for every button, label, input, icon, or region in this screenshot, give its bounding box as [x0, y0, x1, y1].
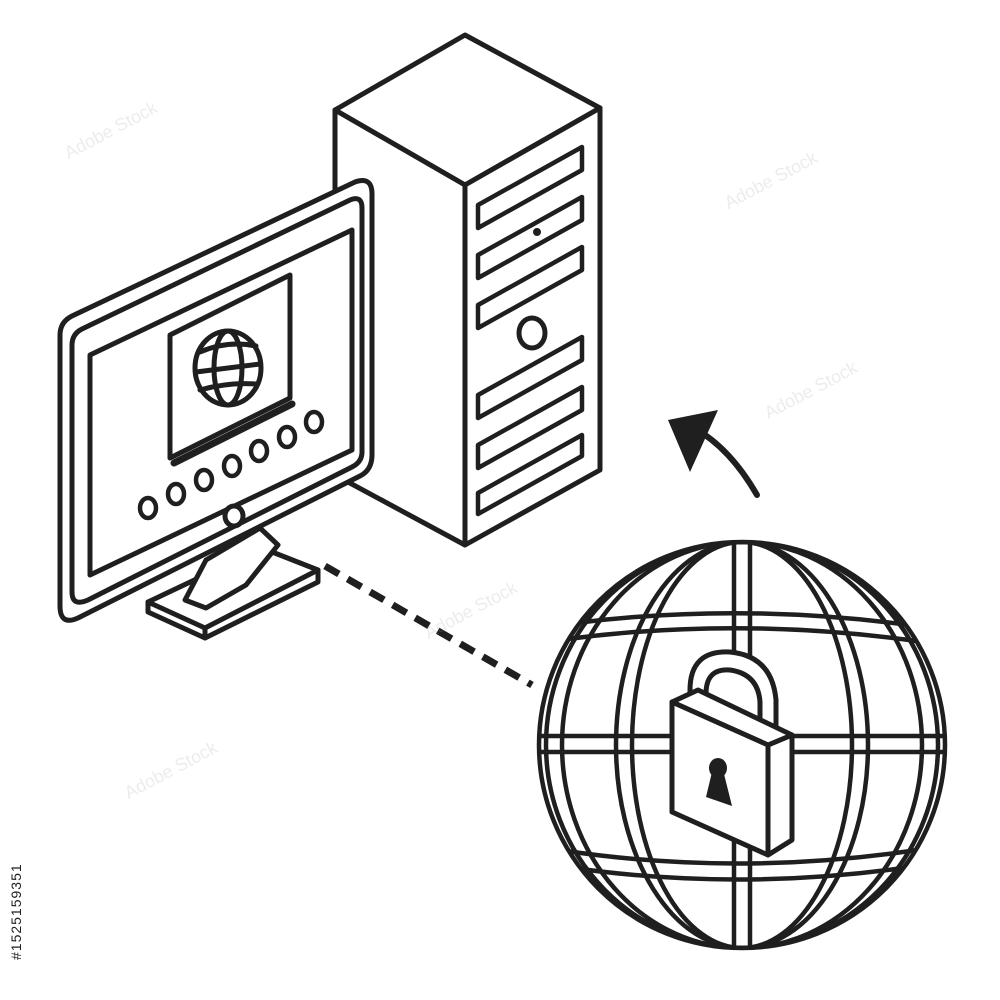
dashed-connection-line: [323, 562, 534, 689]
padlock-icon: [669, 649, 795, 858]
monitor-icon: [57, 178, 375, 641]
image-id-label: #1525159351: [8, 863, 24, 960]
arrow-icon: [668, 410, 760, 498]
server-tower-icon: [332, 32, 603, 548]
